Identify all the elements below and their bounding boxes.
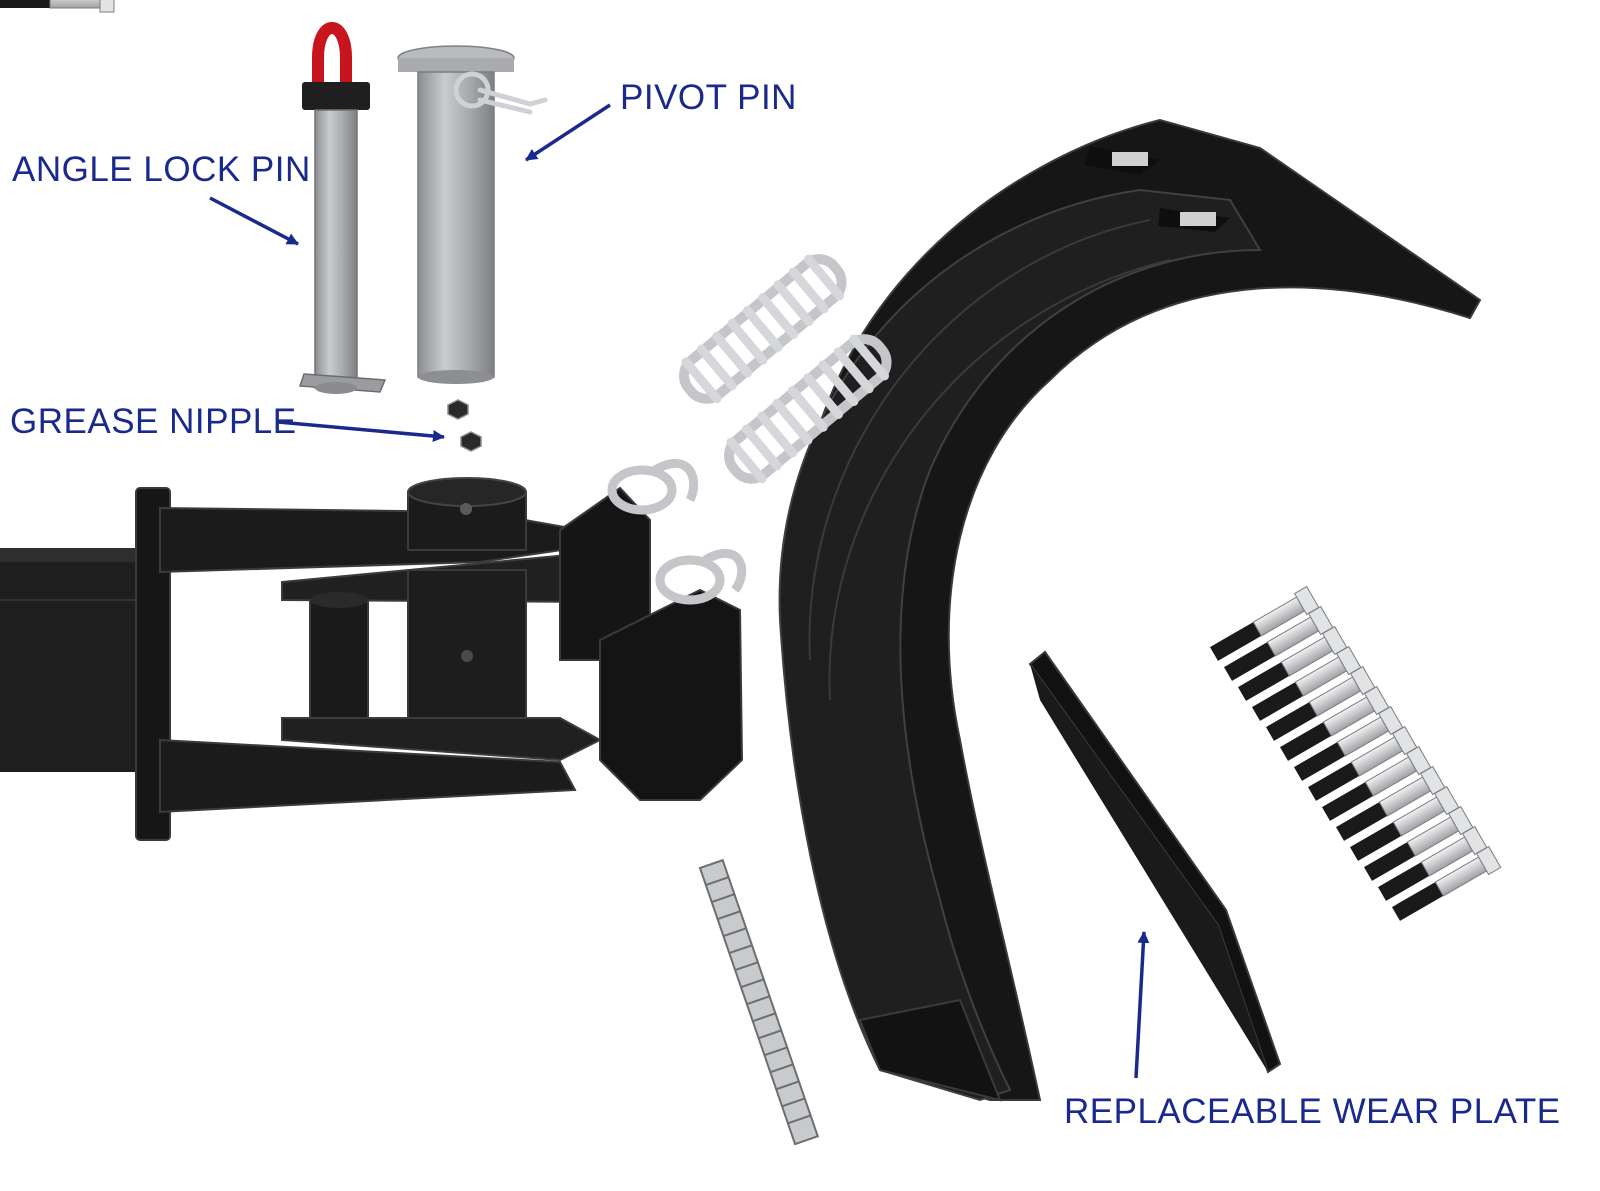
angle-lock-pin — [298, 22, 387, 394]
upper-spring — [679, 254, 847, 404]
angle-lock-pin-label: ANGLE LOCK PIN — [12, 150, 311, 189]
replaceable-wear-plate — [1028, 650, 1282, 1074]
wear-plate-arrow — [1134, 931, 1150, 1079]
rake-tine — [778, 118, 1482, 1102]
pivot-pin-label: PIVOT PIN — [620, 78, 797, 117]
wear-plate-label: REPLACEABLE WEAR PLATE — [1064, 1092, 1561, 1131]
callout-arrows — [209, 103, 1150, 1079]
grease-nipple-label: GREASE NIPPLE — [10, 402, 297, 441]
grease-nipples — [447, 399, 482, 452]
pivot-pin — [397, 45, 548, 384]
grease-nipple-arrow — [277, 420, 445, 442]
nut-strip — [698, 858, 820, 1146]
pivot-pin-arrow — [525, 103, 611, 162]
bolt-set — [0, 0, 1502, 925]
angle-lock-pin-arrow — [209, 196, 299, 246]
lower-spring — [724, 334, 892, 484]
tension-springs — [607, 254, 892, 605]
bolt — [0, 0, 115, 13]
boom-arm — [0, 477, 744, 841]
